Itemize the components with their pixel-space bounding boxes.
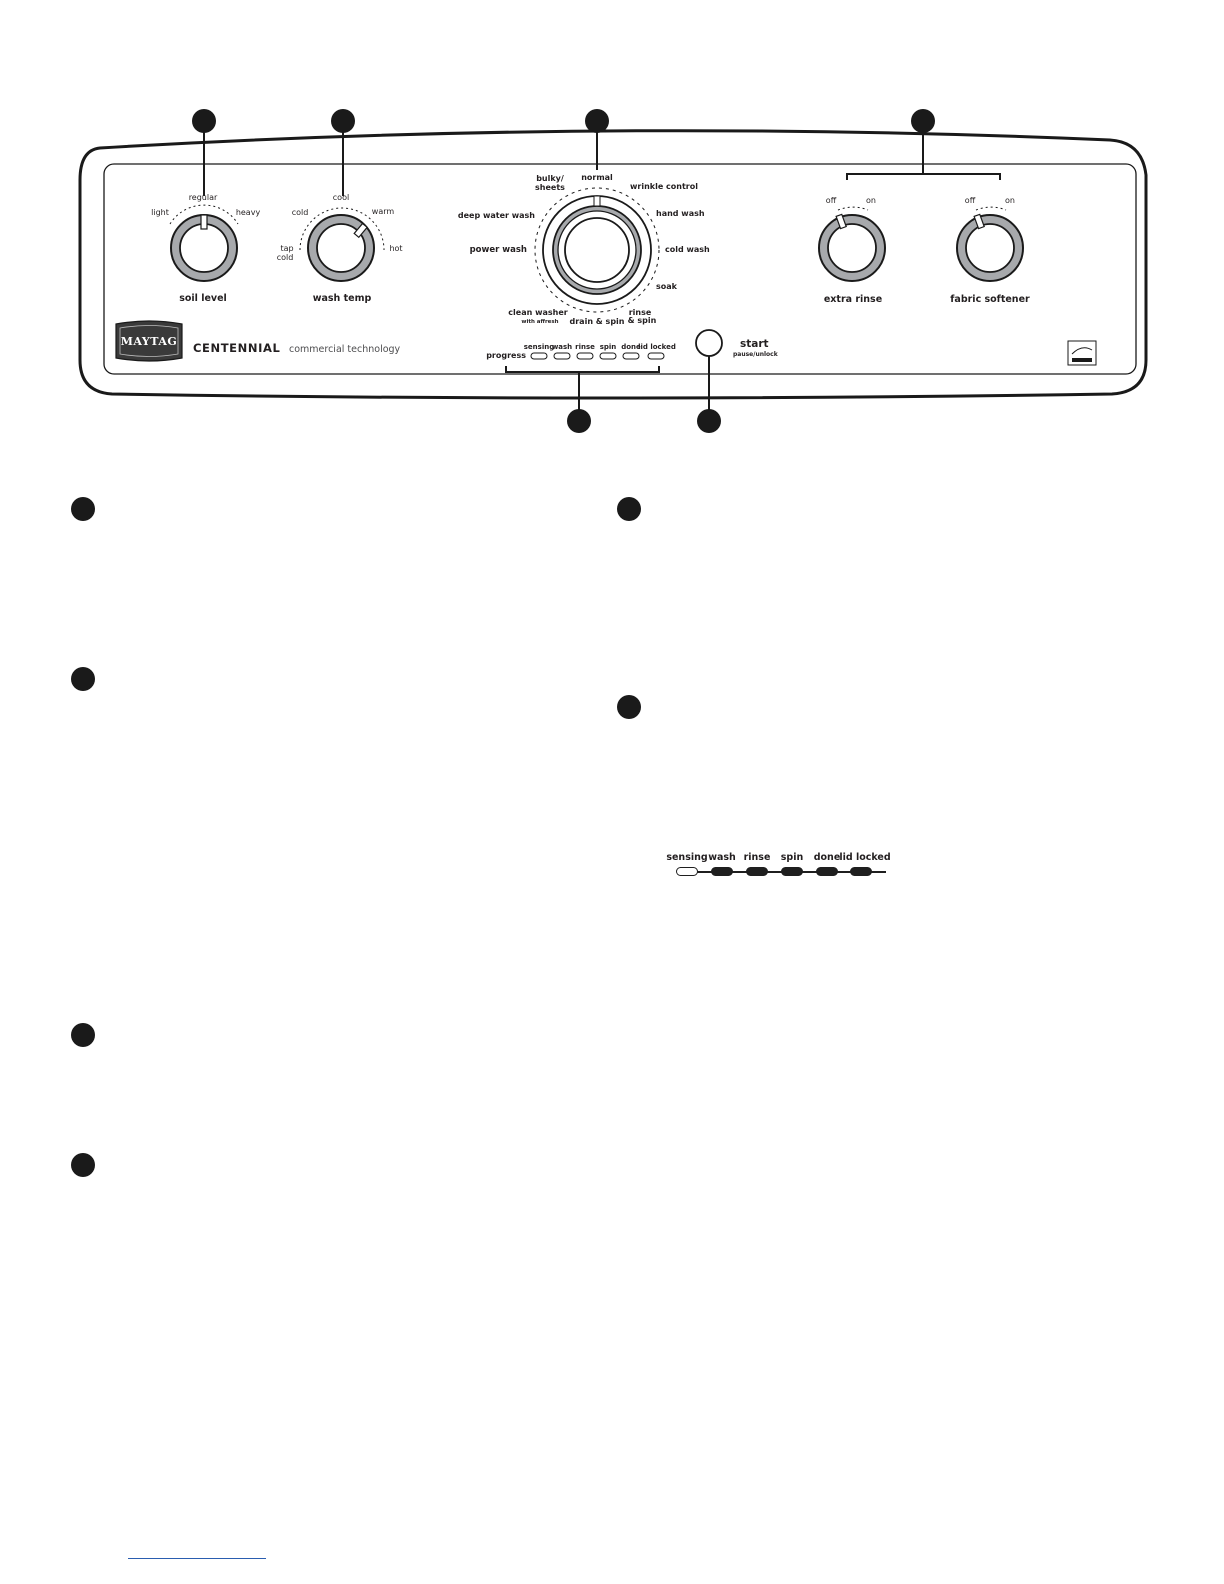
cycle-rinse-spin-label: & spin xyxy=(628,316,657,325)
progress-step-label: done xyxy=(621,343,641,351)
callout-marker xyxy=(71,497,95,521)
cycle-bulky-sheets-label: sheets xyxy=(535,183,565,192)
progress-indicators: sensing wash rinse spin done lid locked xyxy=(524,343,676,360)
brand-series: CENTENNIAL xyxy=(193,341,280,355)
status-label: rinse xyxy=(743,852,771,863)
status-light xyxy=(781,867,803,876)
start-button[interactable] xyxy=(695,329,723,357)
callout-marker xyxy=(71,667,95,691)
progress-step-label: wash xyxy=(552,343,572,351)
energy-star-badge xyxy=(1067,340,1097,366)
status-light xyxy=(850,867,872,876)
extra-rinse-on-label: on xyxy=(866,196,876,205)
wash-temp-title: wash temp xyxy=(313,293,372,304)
progress-step-label: rinse xyxy=(575,343,595,351)
cycle-clean-washer-label: clean washer xyxy=(508,308,567,317)
status-lights-detail: sensing wash rinse spin done lid locked xyxy=(666,852,898,882)
extra-rinse-off-label: off xyxy=(826,196,837,205)
extra-rinse-title: extra rinse xyxy=(824,294,882,305)
status-label: spin xyxy=(780,852,804,863)
soil-level-heavy-label: heavy xyxy=(236,208,261,217)
callout-marker xyxy=(71,1153,95,1177)
wash-temp-cool-label: cool xyxy=(333,193,349,202)
callout-marker xyxy=(617,497,641,521)
start-sub-label: pause/unlock xyxy=(733,351,779,358)
soil-level-knob[interactable] xyxy=(169,204,239,282)
brand-tagline: commercial technology xyxy=(289,344,401,355)
cycle-cold-wash-label: cold wash xyxy=(665,245,710,254)
callout-markers-panel xyxy=(192,109,935,433)
cycle-normal-label: normal xyxy=(581,173,613,182)
wash-temp-cold-label: cold xyxy=(292,208,309,217)
progress-step-label: sensing xyxy=(524,343,554,351)
wash-temp-tap-cold-label: cold xyxy=(277,253,294,262)
console-inner-panel xyxy=(103,163,1137,375)
status-light xyxy=(746,867,768,876)
cycle-selector-dial[interactable] xyxy=(534,187,660,313)
start-label: start xyxy=(740,338,769,350)
wash-temp-tap-label: tap xyxy=(280,244,293,253)
fabric-softener-title: fabric softener xyxy=(950,294,1030,305)
cycle-rinse-label: rinse xyxy=(629,308,652,317)
cycle-soak-label: soak xyxy=(656,282,678,291)
cycle-wrinkle-control-label: wrinkle control xyxy=(630,182,698,191)
progress-label: progress xyxy=(486,351,526,360)
status-label: wash xyxy=(708,852,736,863)
maytag-logo: MAYTAG xyxy=(115,320,183,362)
status-light xyxy=(816,867,838,876)
fabric-softener-on-label: on xyxy=(1005,196,1015,205)
soil-level-title: soil level xyxy=(179,293,227,304)
cycle-hand-wash-label: hand wash xyxy=(656,209,705,218)
status-label: done xyxy=(813,852,841,863)
fabric-softener-off-label: off xyxy=(965,196,976,205)
wash-temp-knob[interactable] xyxy=(299,207,385,282)
wash-temp-warm-label: warm xyxy=(372,207,395,216)
footer-link-underline[interactable] xyxy=(128,1558,266,1559)
fabric-softener-knob[interactable] xyxy=(956,206,1024,282)
cycle-bulky-label: bulky/ xyxy=(536,174,564,183)
wash-temp-hot-label: hot xyxy=(389,244,402,253)
callout-marker xyxy=(71,1023,95,1047)
extra-rinse-knob[interactable] xyxy=(818,206,886,282)
cycle-power-wash-label: power wash xyxy=(470,245,527,255)
soil-level-regular-label: regular xyxy=(189,193,218,202)
maytag-logo-text: MAYTAG xyxy=(121,335,178,348)
cycle-deep-water-wash-label: deep water wash xyxy=(458,211,535,220)
status-label: lid locked xyxy=(839,852,891,863)
cycle-drain-spin-label: drain & spin xyxy=(570,317,625,326)
cycle-clean-washer-sub-label: with affresh xyxy=(521,319,558,325)
progress-step-label: lid locked xyxy=(638,343,676,351)
status-label: sensing xyxy=(666,852,708,863)
control-panel-diagram: light regular heavy soil level cool cold… xyxy=(78,109,1148,433)
status-light xyxy=(676,867,698,876)
console-outline xyxy=(78,129,1148,400)
soil-level-light-label: light xyxy=(151,208,169,217)
progress-step-label: spin xyxy=(600,343,617,351)
callout-marker xyxy=(617,695,641,719)
status-light xyxy=(711,867,733,876)
